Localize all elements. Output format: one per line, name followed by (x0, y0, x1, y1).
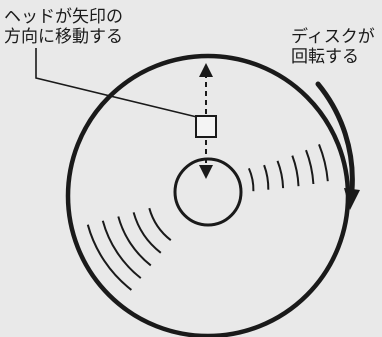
track-arc (132, 212, 162, 254)
label-leader-line (35, 48, 202, 119)
disk-outer-edge (65, 53, 351, 337)
track-arc (101, 220, 142, 279)
track-arc (247, 167, 255, 192)
track-arc (117, 216, 152, 267)
track-arc (291, 155, 300, 187)
disk-rotation-label-line2: 回転する (291, 47, 359, 67)
track-arc (276, 160, 285, 189)
track-arc (86, 224, 133, 291)
track-arc (305, 149, 315, 185)
disk-center-hole (173, 157, 243, 227)
head-movement-label-line2: 方向に移動する (4, 27, 123, 47)
disk-tracks-upper-right (247, 144, 329, 192)
rotation-arrow-shaft (315, 81, 355, 193)
track-arc (318, 144, 329, 182)
head-movement-label-line1: ヘッドが矢印の (4, 7, 123, 27)
disk-rotation-label-line1: ディスクが (291, 26, 375, 47)
disk-tracks-lower-left (86, 207, 172, 291)
track-arc (148, 207, 172, 241)
read-write-head (195, 115, 217, 138)
rotation-arrowhead (344, 188, 360, 210)
track-arc (263, 164, 270, 190)
